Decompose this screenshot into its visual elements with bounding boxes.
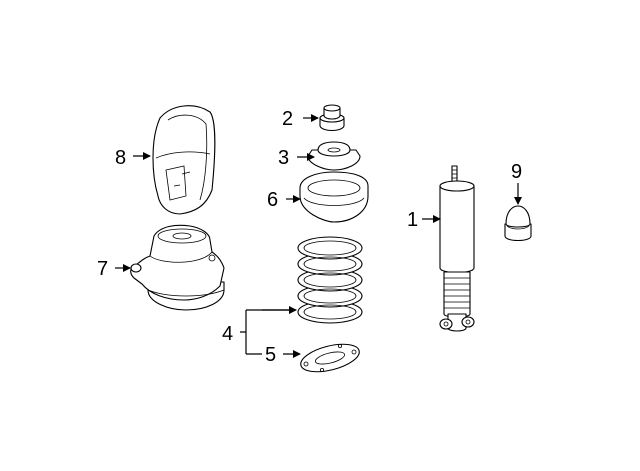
coil-spring-part-4: [297, 236, 363, 324]
callout-5: 5: [265, 344, 276, 366]
cap-part-2: [319, 104, 345, 132]
lower-insulator-part-5: [300, 343, 360, 373]
callout-8: 8: [115, 147, 126, 169]
bump-stop-part-9: [504, 205, 532, 242]
leader-4-bracket: [240, 309, 290, 355]
callout-7: 7: [97, 258, 108, 280]
leader-lines: [115, 114, 522, 358]
shock-absorber-part-1: [439, 165, 475, 332]
upper-seat-part-3: [307, 141, 361, 171]
callout-6: 6: [267, 189, 278, 211]
callout-9: 9: [511, 161, 522, 183]
insulator-part-6: [299, 171, 369, 223]
callout-1: 1: [407, 209, 418, 231]
dust-shield-part-8: [152, 105, 216, 215]
callout-4: 4: [222, 323, 233, 345]
callout-labels: 1 2 3 4 5 6 7 8 9: [97, 108, 522, 366]
callout-2: 2: [282, 108, 293, 130]
callout-3: 3: [278, 147, 289, 169]
upper-mount-part-7: [130, 224, 225, 311]
